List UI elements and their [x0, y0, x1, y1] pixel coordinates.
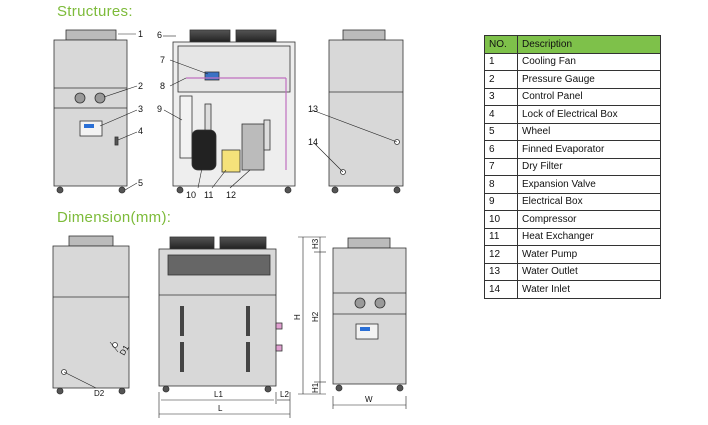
callout-3: 3	[138, 104, 143, 114]
row-no: 3	[484, 87, 518, 106]
callout-12: 12	[226, 190, 236, 200]
heat-exchanger	[221, 149, 241, 173]
row-desc: Water Inlet	[517, 280, 661, 299]
row-no: 4	[484, 105, 518, 124]
row-desc: Pressure Gauge	[517, 70, 661, 89]
callout-8: 8	[160, 81, 165, 91]
water-pump	[241, 123, 265, 171]
row-desc: Water Outlet	[517, 262, 661, 281]
callout-11: 11	[204, 190, 213, 200]
electrical-box	[179, 95, 193, 159]
row-desc: Control Panel	[517, 87, 661, 106]
row-desc: Cooling Fan	[517, 52, 661, 71]
row-no: 7	[484, 157, 518, 176]
pressure-gauge-right	[94, 92, 106, 104]
dimension-side-view	[52, 235, 130, 395]
dimension-front-view	[332, 237, 407, 392]
dry-filter	[204, 71, 220, 81]
callout-7: 7	[160, 55, 165, 65]
row-no: 1	[484, 52, 518, 71]
row-no: 5	[484, 122, 518, 141]
callout-9: 9	[157, 104, 162, 114]
callout-13: 13	[308, 104, 318, 114]
col-no-header: NO.	[484, 35, 518, 54]
dim-l2: L2	[280, 390, 289, 399]
table-header-row: NO. Description	[484, 35, 661, 54]
callout-1: 1	[138, 29, 143, 39]
row-no: 6	[484, 140, 518, 159]
compressor	[191, 129, 217, 171]
dim-h1: H1	[311, 382, 320, 393]
dim-h3: H3	[311, 238, 320, 249]
row-no: 8	[484, 175, 518, 194]
dim-l: L	[218, 404, 223, 413]
dimension-rear-view	[158, 236, 283, 393]
row-desc: Wheel	[517, 122, 661, 141]
dimension-heading: Dimension(mm):	[57, 209, 172, 226]
dim-d2: D2	[94, 389, 105, 398]
row-no: 11	[484, 227, 518, 246]
row-desc: Expansion Valve	[517, 175, 661, 194]
finned-evaporator	[177, 45, 291, 93]
dim-h: H	[293, 314, 302, 320]
callout-6: 6	[157, 30, 162, 40]
callout-14: 14	[308, 137, 318, 147]
row-no: 13	[484, 262, 518, 281]
callout-4: 4	[138, 126, 143, 136]
callout-2: 2	[138, 81, 143, 91]
side-view-unit	[328, 29, 404, 194]
chiller-drawings: 1 2 3 4 5 6 7 8 9 10 11 12 13 14 D1 D2 L…	[52, 29, 407, 418]
pressure-gauge-left	[74, 92, 86, 104]
front-view-unit	[53, 29, 128, 194]
row-desc: Heat Exchanger	[517, 227, 661, 246]
row-no: 10	[484, 210, 518, 229]
row-no: 2	[484, 70, 518, 89]
row-no: 12	[484, 245, 518, 264]
dim-w: W	[365, 395, 373, 404]
control-panel	[79, 120, 103, 137]
row-desc: Lock of Electrical Box	[517, 105, 661, 124]
callout-10: 10	[186, 190, 196, 200]
structures-heading: Structures:	[57, 3, 133, 20]
dim-h2: H2	[311, 311, 320, 322]
row-desc: Finned Evaporator	[517, 140, 661, 159]
cooling-fan-right	[235, 29, 277, 43]
internal-view-unit	[172, 29, 296, 194]
col-desc-header: Description	[517, 35, 661, 54]
cooling-fan-left	[189, 29, 231, 43]
row-desc: Electrical Box	[517, 192, 661, 211]
dim-l1: L1	[214, 390, 223, 399]
row-no: 14	[484, 280, 518, 299]
row-desc: Compressor	[517, 210, 661, 229]
callout-5: 5	[138, 178, 143, 188]
row-desc: Dry Filter	[517, 157, 661, 176]
row-no: 9	[484, 192, 518, 211]
row-desc: Water Pump	[517, 245, 661, 264]
